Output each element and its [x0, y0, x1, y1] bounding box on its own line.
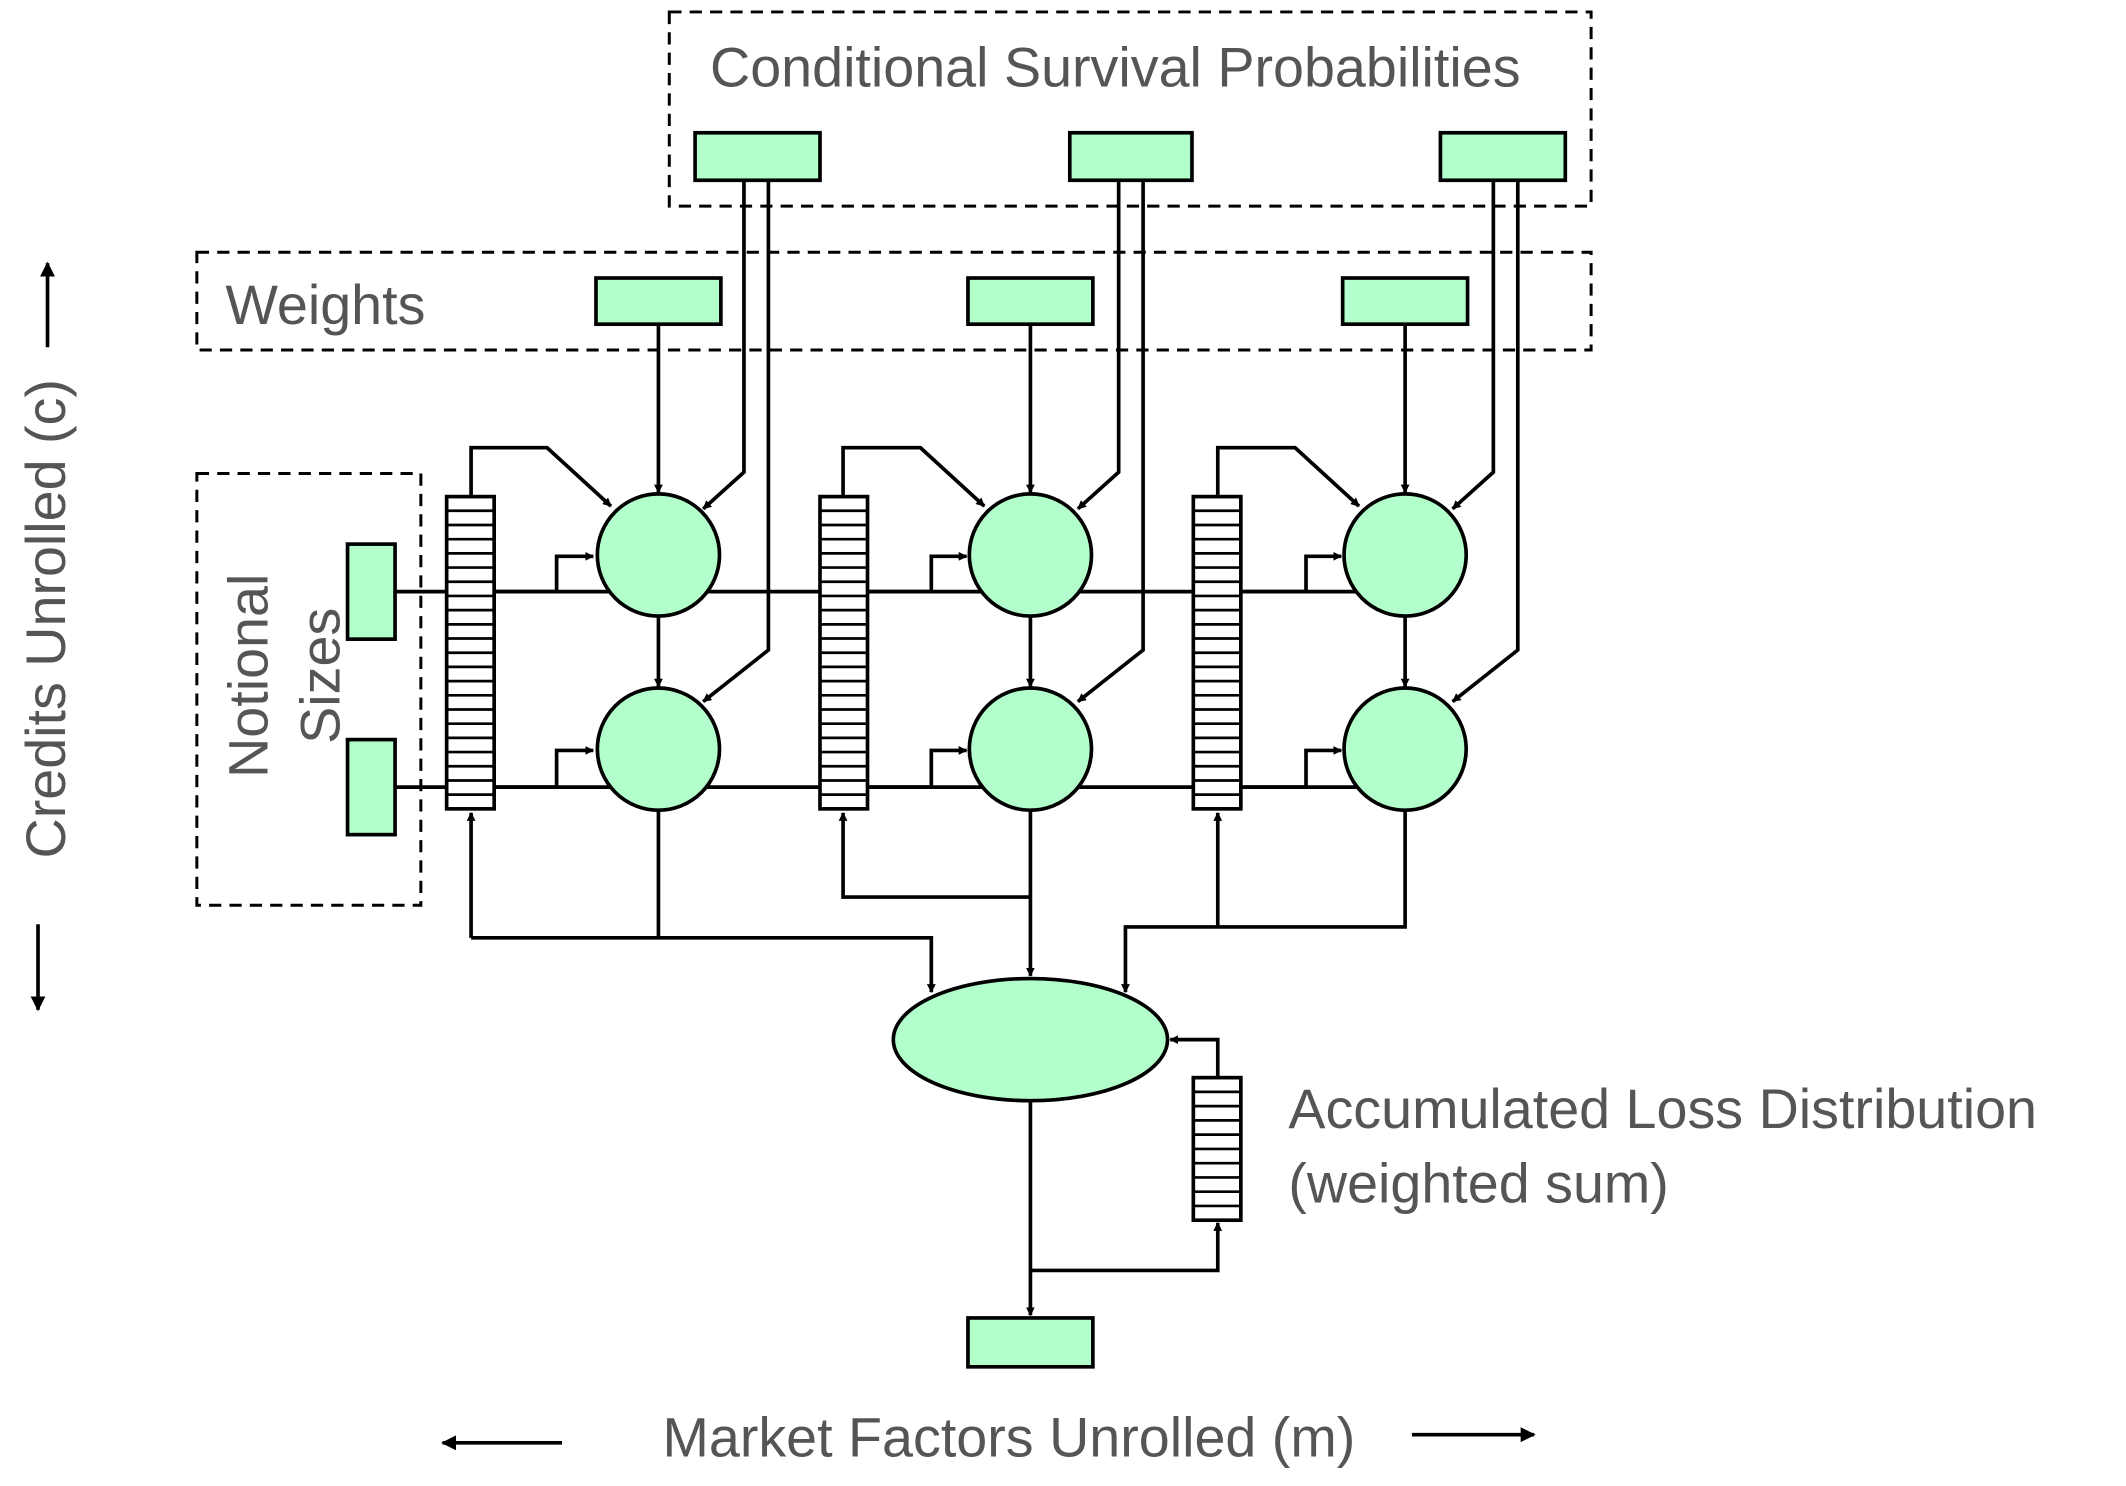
output-box: [966, 1316, 1095, 1369]
conditional-survival-frame: [667, 10, 1593, 208]
weighted-sum-label: (weighted sum): [1288, 1153, 1668, 1215]
weights-frame: [195, 250, 1593, 352]
weight-box-1: [594, 276, 723, 327]
survival-prob-box-2: [1067, 130, 1194, 183]
buffer-col-1: [444, 494, 496, 811]
accumulator-node: [891, 976, 1170, 1103]
notional-size-box-2: [345, 737, 397, 837]
conditional-survival-group: Conditional Survival Probabilities: [667, 10, 1593, 208]
credits-unrolled-label: Credits Unrolled (c): [15, 379, 77, 858]
weights-label: Weights: [225, 274, 425, 336]
node-col-3-upper: [1342, 492, 1469, 618]
sizes-label: Sizes: [289, 608, 351, 744]
node-col-1-upper: [595, 492, 722, 618]
conditional-survival-label: Conditional Survival Probabilities: [710, 37, 1521, 99]
notional-sizes-group: Notional Sizes: [195, 472, 423, 907]
node-col-3-lower: [1342, 686, 1469, 813]
notional-label: Notional: [217, 574, 279, 778]
accumulated-loss-label-group: Accumulated Loss Distribution (weighted …: [1288, 1078, 2037, 1215]
accumulated-loss-label: Accumulated Loss Distribution: [1288, 1078, 2037, 1140]
market-factors-label: Market Factors Unrolled (m): [663, 1406, 1356, 1468]
node-col-1-lower: [595, 686, 722, 813]
node-col-2-upper: [967, 492, 1094, 618]
survival-prob-box-1: [693, 130, 822, 183]
notional-size-box-1: [345, 542, 397, 641]
credits-axis: Credits Unrolled (c): [15, 261, 77, 1012]
notional-sizes-frame: [195, 472, 423, 907]
wires: [395, 180, 1520, 1317]
processing-nodes: [595, 492, 1469, 1369]
survival-prob-box-3: [1438, 130, 1568, 183]
buffer-col-3: [1191, 494, 1243, 811]
buffer-col-2: [818, 494, 870, 811]
node-col-2-lower: [967, 686, 1094, 813]
weight-box-2: [966, 276, 1095, 327]
market-factors-axis: Market Factors Unrolled (m): [441, 1406, 1536, 1468]
weights-group: Weights: [195, 250, 1593, 352]
buffers: [444, 494, 1243, 1223]
buffer-accumulator: [1191, 1075, 1243, 1223]
weight-box-3: [1340, 276, 1470, 327]
